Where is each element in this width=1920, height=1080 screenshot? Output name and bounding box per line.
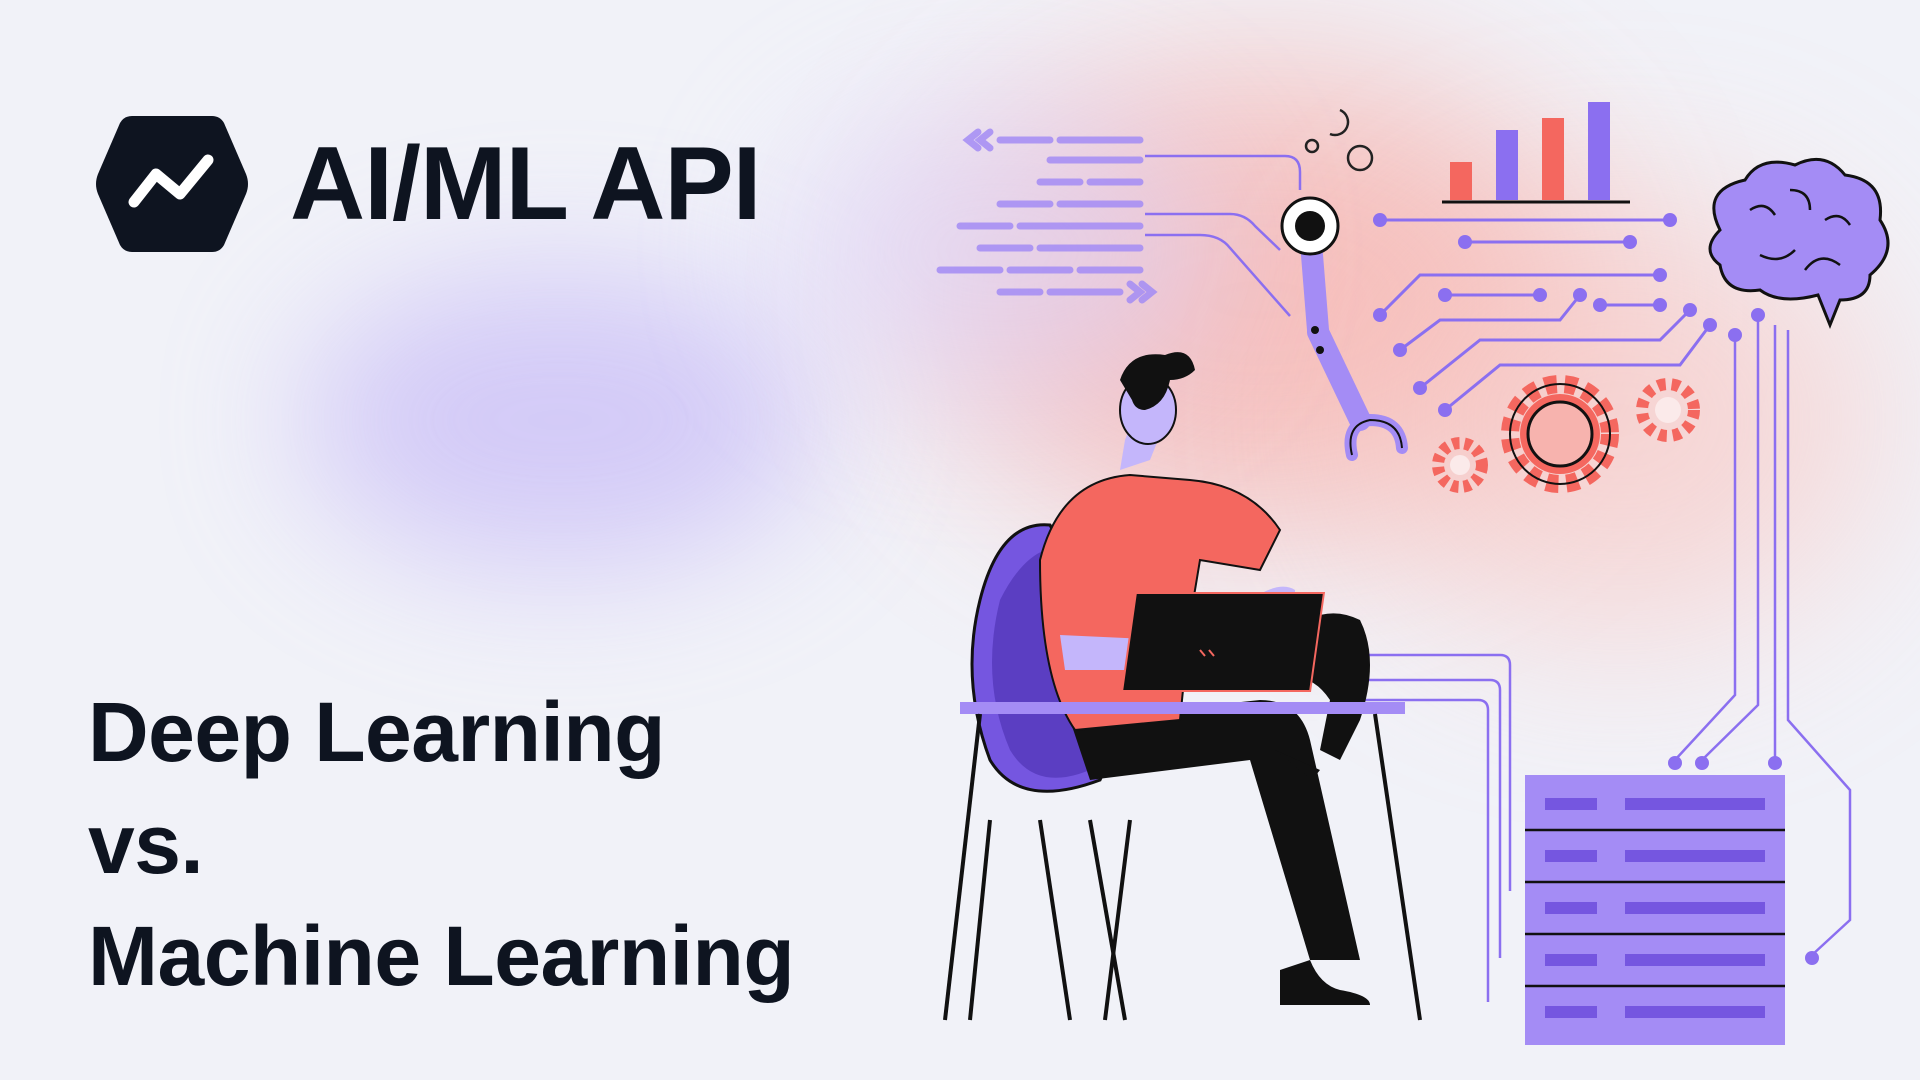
server-rack-icon [1525,775,1785,1045]
person-at-laptop-icon [943,352,1422,1021]
code-lines-icon [936,128,1158,304]
brand-name: AI/ML API [290,126,762,242]
brain-icon [1708,157,1890,330]
trend-line-icon [96,116,248,252]
brand-logo[interactable]: AI/ML API [92,112,762,256]
title-line-3: Machine Learning [88,909,795,1003]
bar-chart-icon [1442,102,1630,204]
page-title: Deep Learning vs. Machine Learning [88,676,795,1012]
circuit-lines-icon [1378,218,1712,412]
illustration [936,102,1890,1045]
robot-arm-icon [1280,108,1408,461]
title-line-2: vs. [88,797,204,891]
gears-icon [1432,375,1700,493]
title-line-1: Deep Learning [88,685,665,779]
